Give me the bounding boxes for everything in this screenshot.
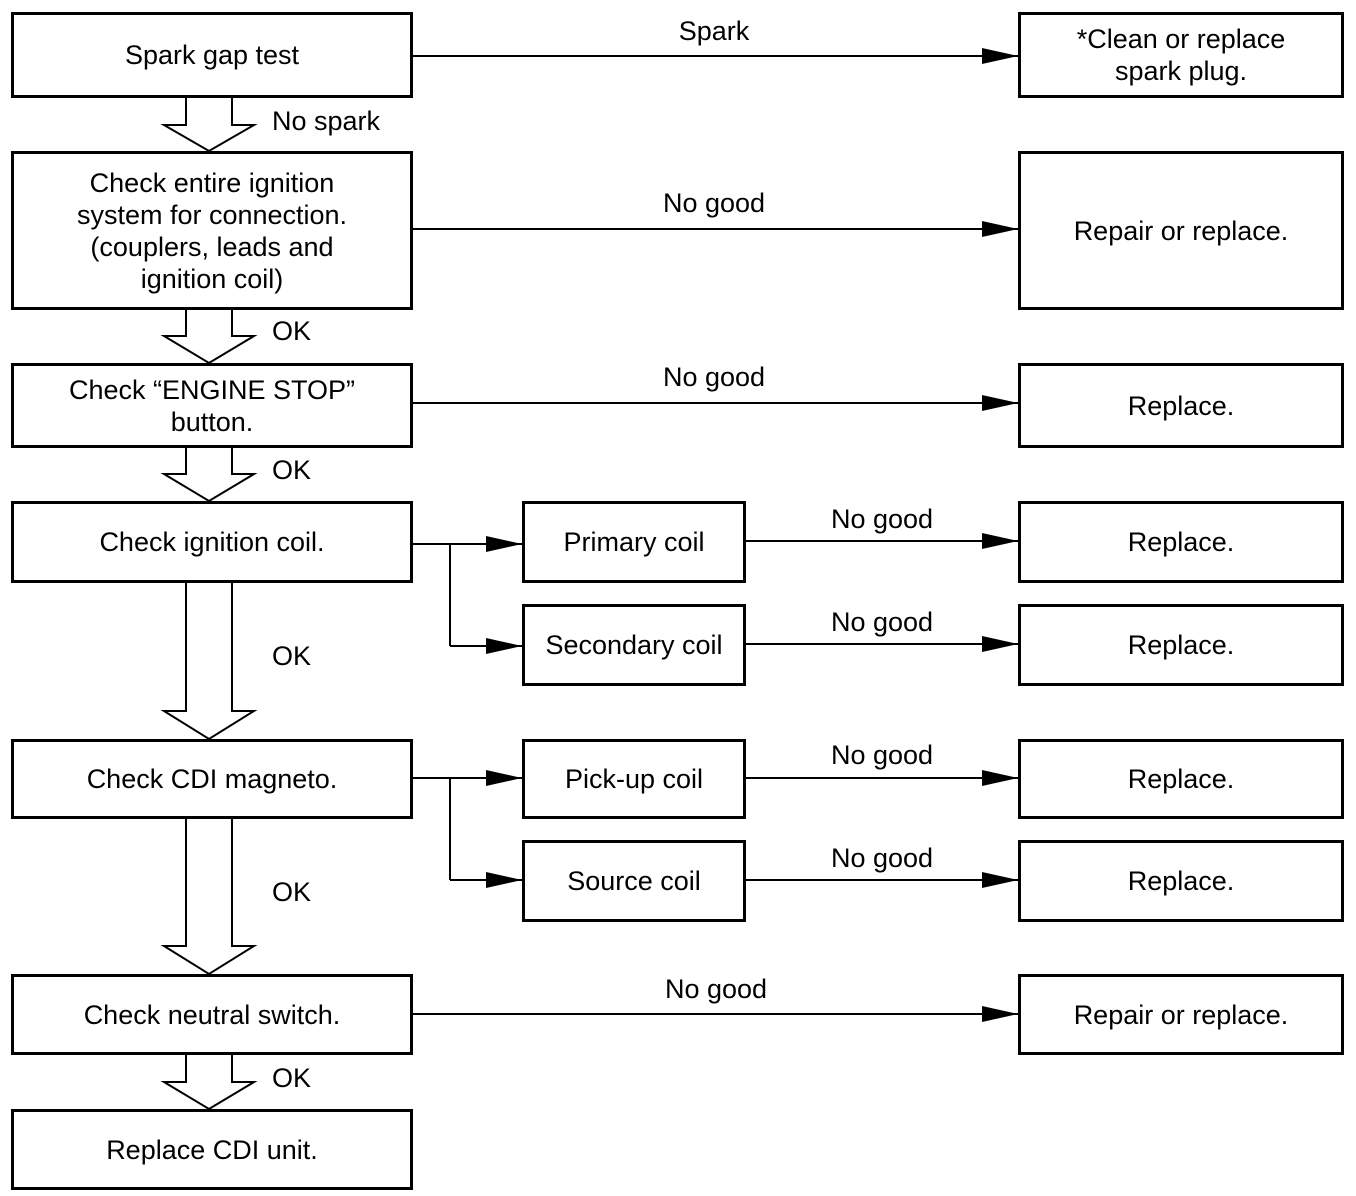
label-spark: Spark — [678, 16, 750, 46]
label-ok-neutral: OK — [272, 1063, 312, 1093]
node-check-engine-stop: Check “ENGINE STOP” button. — [11, 363, 413, 448]
node-check-cdi-magneto: Check CDI magneto. — [11, 739, 413, 819]
label-no-good-connection: No good — [662, 188, 766, 218]
node-pickup-coil: Pick-up coil — [522, 739, 746, 819]
label-no-good-primary: No good — [830, 504, 934, 534]
label-no-spark: No spark — [272, 106, 381, 136]
label-ok-connection: OK — [272, 316, 312, 346]
down-arrow-ok-cdi — [160, 819, 258, 976]
down-arrow-ok-neutral — [160, 1055, 258, 1111]
node-check-connection: Check entire ignition system for connect… — [11, 151, 413, 310]
node-spark-gap-test: Spark gap test — [11, 12, 413, 98]
node-replace-3: Replace. — [1018, 604, 1344, 686]
node-primary-coil: Primary coil — [522, 501, 746, 583]
down-arrow-no-spark — [160, 98, 258, 153]
node-secondary-coil: Secondary coil — [522, 604, 746, 686]
label-ok-cdi-magneto: OK — [272, 877, 312, 907]
node-replace-cdi-unit: Replace CDI unit. — [11, 1109, 413, 1190]
node-check-ignition-coil: Check ignition coil. — [11, 501, 413, 583]
node-repair-replace-1: Repair or replace. — [1018, 151, 1344, 310]
down-arrow-ok-connection — [160, 310, 258, 365]
node-clean-replace-plug: *Clean or replace spark plug. — [1018, 12, 1344, 98]
label-ok-ignition-coil: OK — [272, 641, 312, 671]
label-no-good-secondary: No good — [830, 607, 934, 637]
node-replace-2: Replace. — [1018, 501, 1344, 583]
node-replace-1: Replace. — [1018, 363, 1344, 448]
down-arrow-ok-engine-stop — [160, 448, 258, 503]
label-no-good-engine-stop: No good — [662, 362, 766, 392]
down-arrow-ok-ignition-coil — [160, 583, 258, 741]
node-replace-5: Replace. — [1018, 840, 1344, 922]
node-source-coil: Source coil — [522, 840, 746, 922]
label-no-good-source: No good — [830, 843, 934, 873]
node-replace-4: Replace. — [1018, 739, 1344, 819]
label-no-good-pickup: No good — [830, 740, 934, 770]
node-check-neutral-switch: Check neutral switch. — [11, 974, 413, 1055]
label-no-good-neutral: No good — [664, 974, 768, 1004]
label-ok-engine-stop: OK — [272, 455, 312, 485]
node-repair-replace-2: Repair or replace. — [1018, 974, 1344, 1055]
